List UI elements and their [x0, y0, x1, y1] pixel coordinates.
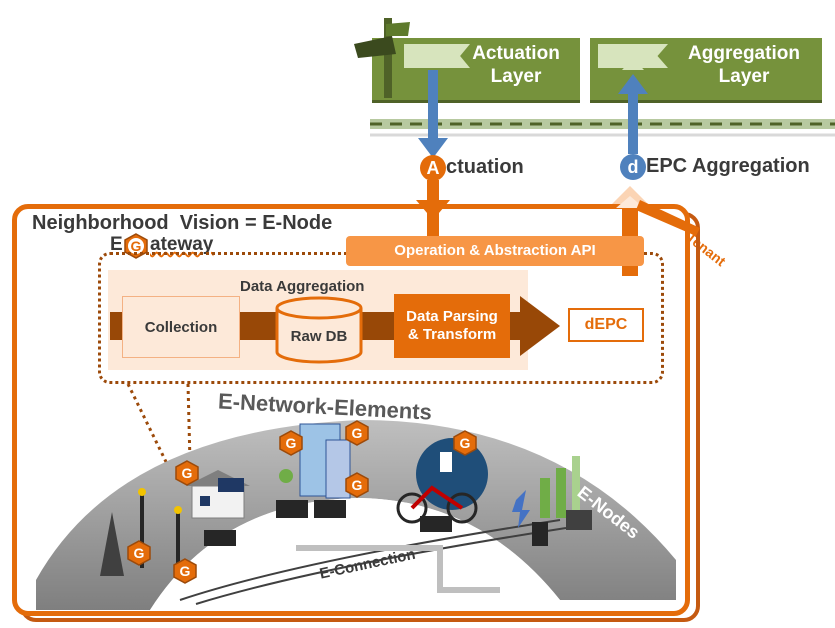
collection-box: Collection — [122, 296, 240, 358]
actuation-layer-tab — [404, 44, 470, 68]
actuation-badge: A — [420, 155, 446, 181]
hex-g-icon: G — [344, 472, 370, 498]
api-bar — [346, 236, 644, 266]
hex-g-icon: G — [452, 430, 478, 456]
enode-title: Neighborhood Vision = E-Node — [32, 212, 333, 234]
raw-db-label: Raw DB — [290, 327, 348, 345]
depc-aggregation-label: EPC Aggregation — [646, 155, 810, 177]
hex-g-icon: G — [278, 430, 304, 456]
actuation-layer-label: Actuation Layer — [472, 43, 560, 87]
aggregation-layer-label: Aggregation Layer — [688, 43, 800, 87]
hex-g-icon: G — [174, 460, 200, 486]
raw-db-cylinder — [275, 296, 363, 364]
hex-g-icon: G — [172, 558, 198, 584]
gateway-prefix: E — [110, 234, 123, 255]
actuation-label: ctuation — [446, 156, 524, 178]
hex-g-icon: G — [344, 420, 370, 446]
data-aggregation-label: Data Aggregation — [240, 278, 365, 295]
parsing-box: Data Parsing & Transform — [394, 294, 510, 358]
depc-badge: d — [620, 154, 646, 180]
depc-box: dEPC — [568, 308, 644, 342]
gateway-rest: ateway — [150, 234, 214, 255]
api-label: Operation & Abstraction API — [394, 242, 596, 259]
hex-g-icon: G — [126, 540, 152, 566]
signpost-icon — [354, 18, 410, 98]
